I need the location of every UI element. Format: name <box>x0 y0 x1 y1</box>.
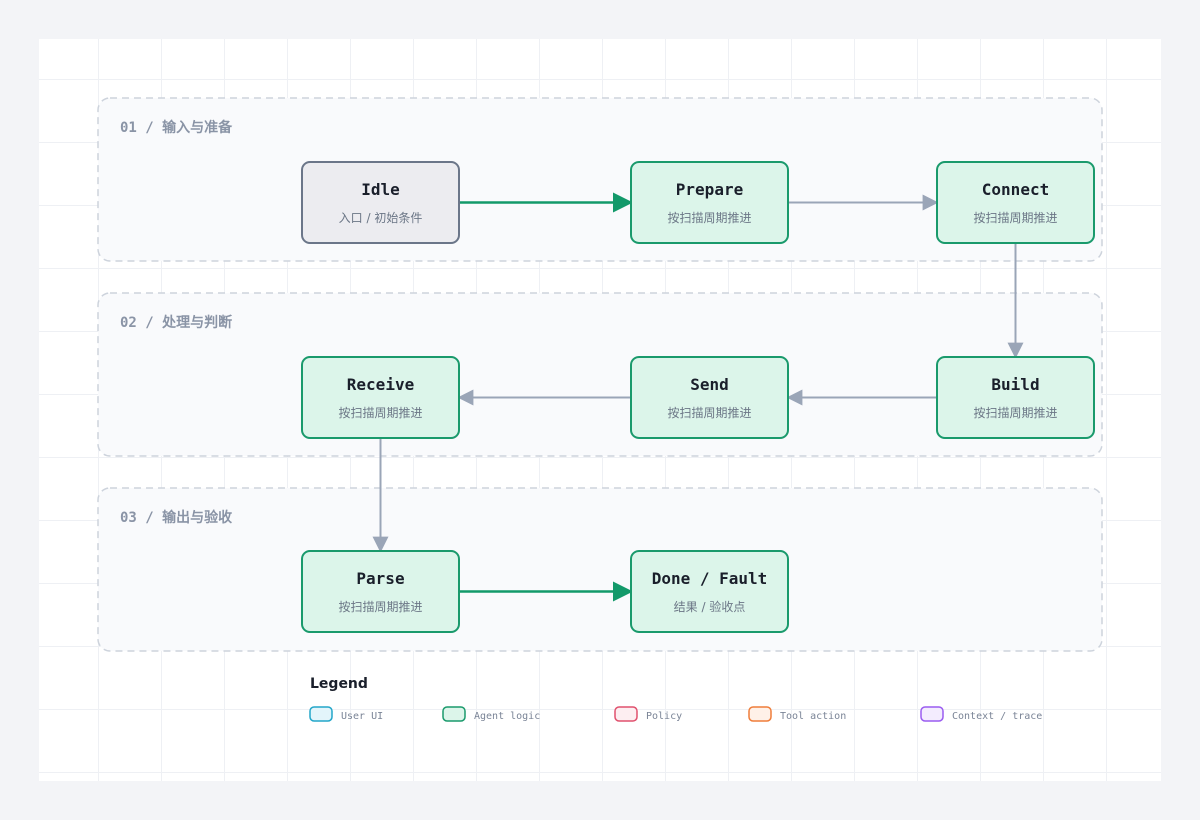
node-title: Connect <box>982 180 1049 199</box>
legend-swatch <box>748 706 772 722</box>
swimlane-title: 02 / 处理与判断 <box>120 314 232 331</box>
diagram-canvas: 01 / 输入与准备 02 / 处理与判断 03 / 输出与验收 Idle 入口 / … <box>39 39 1161 781</box>
swimlane-3: 03 / 输出与验收 <box>97 487 1103 652</box>
node-subtitle: 按扫描周期推进 <box>667 211 751 225</box>
legend-item: Agent logic <box>442 706 540 722</box>
legend-swatch <box>309 706 333 722</box>
legend-title: Legend <box>310 676 368 692</box>
legend-item: Tool action <box>748 706 846 722</box>
flowchart: 01 / 输入与准备 02 / 处理与判断 03 / 输出与验收 Idle 入口 / … <box>97 97 1103 722</box>
legend-item: User UI <box>309 706 383 722</box>
node-box <box>301 356 460 439</box>
legend-label: Context / trace <box>952 711 1042 722</box>
node-subtitle: 按扫描周期推进 <box>973 406 1057 420</box>
legend-item: Context / trace <box>920 706 1042 722</box>
swimlane-frame <box>97 487 1103 652</box>
legend-item: Policy <box>614 706 682 722</box>
node-box <box>630 550 789 633</box>
node-prepare[interactable]: Prepare 按扫描周期推进 <box>630 161 789 244</box>
node-title: Done / Fault <box>652 569 768 588</box>
legend-label: User UI <box>341 711 383 722</box>
legend-label: Policy <box>646 711 682 722</box>
node-done[interactable]: Done / Fault 结果 / 验收点 <box>630 550 789 633</box>
node-box <box>630 356 789 439</box>
swimlane-title: 03 / 输出与验收 <box>120 509 233 526</box>
node-box <box>936 356 1095 439</box>
node-box <box>936 161 1095 244</box>
node-title: Parse <box>356 569 404 588</box>
legend-label: Tool action <box>780 711 846 722</box>
node-connect[interactable]: Connect 按扫描周期推进 <box>936 161 1095 244</box>
node-subtitle: 结果 / 验收点 <box>674 599 746 614</box>
node-subtitle: 按扫描周期推进 <box>338 600 422 614</box>
node-subtitle: 按扫描周期推进 <box>338 406 422 420</box>
node-subtitle: 按扫描周期推进 <box>667 406 751 420</box>
node-send[interactable]: Send 按扫描周期推进 <box>630 356 789 439</box>
legend-swatch <box>614 706 638 722</box>
node-parse[interactable]: Parse 按扫描周期推进 <box>301 550 460 633</box>
node-subtitle: 入口 / 初始条件 <box>339 211 423 225</box>
legend-label: Agent logic <box>474 711 540 722</box>
node-title: Send <box>690 375 729 394</box>
legend-swatch <box>442 706 466 722</box>
node-title: Receive <box>347 375 414 394</box>
swimlane-title: 01 / 输入与准备 <box>120 119 233 136</box>
node-idle[interactable]: Idle 入口 / 初始条件 <box>301 161 460 244</box>
node-receive[interactable]: Receive 按扫描周期推进 <box>301 356 460 439</box>
node-title: Idle <box>361 180 400 199</box>
node-box <box>301 161 460 244</box>
legend-swatch <box>920 706 944 722</box>
node-box <box>630 161 789 244</box>
node-box <box>301 550 460 633</box>
node-title: Build <box>991 375 1039 394</box>
node-subtitle: 按扫描周期推进 <box>973 211 1057 225</box>
node-build[interactable]: Build 按扫描周期推进 <box>936 356 1095 439</box>
node-title: Prepare <box>676 180 743 199</box>
